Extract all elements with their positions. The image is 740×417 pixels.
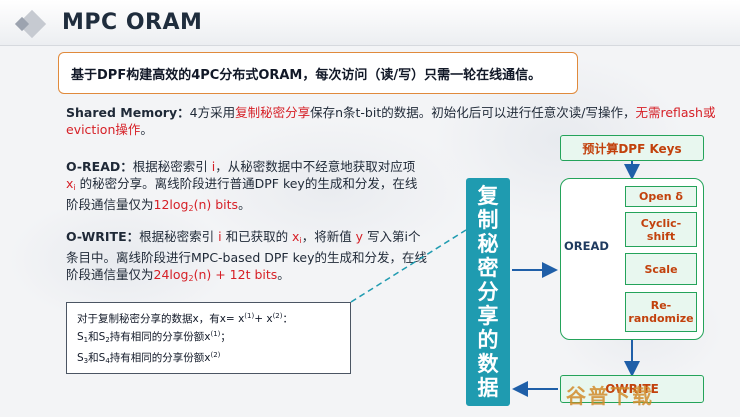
step-scale: Scale bbox=[625, 253, 697, 285]
oread-diagram-label: OREAD bbox=[564, 239, 609, 253]
no-reflash-term: 无需reflash或eviction操作 bbox=[66, 105, 716, 137]
shared-memory-paragraph: Shared Memory：4方采用复制秘密分享保存n条t-bit的数据。初始化… bbox=[66, 105, 716, 137]
dashed-connector bbox=[350, 229, 467, 303]
note-line-2: S1和S2持有相同的分享份额x(1)； bbox=[77, 330, 231, 344]
summary-banner: 基于DPF构建高效的4PC分布式ORAM，每次访问（读/写）只需一轮在线通信。 bbox=[58, 52, 578, 94]
owrite-label: O-WRITE： bbox=[66, 229, 140, 244]
step-open-delta: Open δ bbox=[625, 186, 697, 207]
replicated-sharing-note: 对于复制秘密分享的数据x，有x= x(1)+ x(2)： S1和S2持有相同的分… bbox=[66, 302, 351, 374]
page-title: MPC ORAM bbox=[62, 10, 203, 35]
owrite-paragraph: O-WRITE：根据秘密索引 i 和已获取的 xi，将新值 y 写入第i个条目中… bbox=[66, 229, 427, 283]
title-bar: MPC ORAM bbox=[0, 0, 740, 46]
watermark: 谷普下载 bbox=[566, 384, 654, 408]
owrite-cost: 24log2(n) + 12t bits bbox=[153, 267, 278, 283]
owrite-box: OWRITE bbox=[560, 375, 704, 403]
oread-label: O-READ： bbox=[66, 159, 133, 174]
step-cyclic-shift: Cyclic- shift bbox=[625, 212, 697, 247]
precompute-dpf-keys-box: 预计算DPF Keys bbox=[560, 135, 704, 161]
note-line-3: S3和S4持有相同的分享份额x(2) bbox=[77, 351, 221, 365]
replicated-data-label: 复 制 秘 密 分 享 的 数 据 bbox=[466, 178, 510, 406]
step-rerandomize: Re- randomize bbox=[625, 292, 697, 332]
note-line-1: 对于复制秘密分享的数据x，有x= x(1)+ x(2)： bbox=[77, 312, 293, 325]
oread-paragraph: O-READ：根据秘密索引 i，从秘密数据中不经意地获取对应项 xi 的秘密分享… bbox=[66, 159, 418, 213]
oread-cost: 12log2(n) bits bbox=[153, 197, 239, 213]
replicated-secret-sharing-term: 复制秘密分享 bbox=[235, 105, 311, 120]
shared-memory-label: Shared Memory： bbox=[66, 105, 190, 120]
